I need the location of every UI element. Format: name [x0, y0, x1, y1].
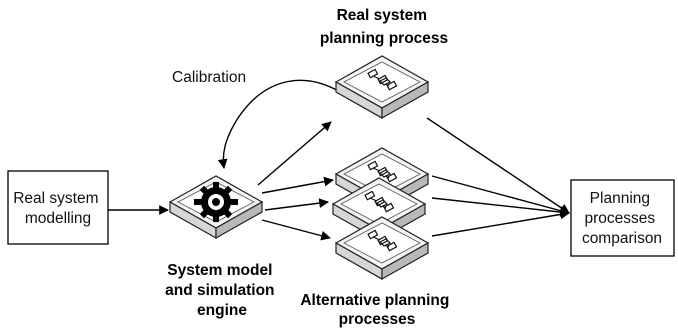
- real-system-modelling-box: Real system modelling: [7, 170, 109, 245]
- real-planning-line-1: Real system: [337, 7, 427, 24]
- alternative-planning-tile-3: [335, 216, 429, 280]
- svg-text:Real system modelling: Real system modelling: [13, 190, 103, 227]
- arrow-engine-to-real-planning: [257, 121, 332, 186]
- right-box-line-2: processes: [585, 210, 656, 227]
- real-planning-label: Real system planning process: [320, 7, 448, 47]
- arrow-engine-to-alt-3: [261, 219, 331, 241]
- engine-line-2: and simulation: [165, 282, 274, 299]
- engine-line-1: System model: [167, 262, 272, 279]
- alternatives-label: Alternative planning processes: [300, 292, 453, 328]
- arrow-alt-3-to-comparison: [431, 209, 570, 237]
- arrow-engine-to-alt-1: [261, 176, 334, 194]
- engine-tile: [169, 175, 263, 239]
- arrow-engine-to-alt-2: [264, 198, 329, 211]
- planning-comparison-box: Planning processes comparison: [570, 179, 675, 257]
- engine-line-3: engine: [197, 302, 247, 319]
- gear-icon: [194, 182, 238, 222]
- arrow-alt-1-to-comparison: [431, 175, 570, 216]
- right-box-line-1: Planning: [590, 190, 650, 207]
- right-box-line-3: comparison: [582, 230, 662, 247]
- engine-label: System model and simulation engine: [165, 262, 279, 319]
- svg-text:Planning processes: Planning processes comparison: [582, 190, 662, 247]
- alternatives-line-1: Alternative planning: [300, 292, 449, 309]
- left-box-line-2: modelling: [25, 210, 91, 227]
- arrow-real-planning-to-comparison: [426, 117, 570, 214]
- real-planning-tile: [335, 55, 429, 119]
- left-box-line-1: Real system: [13, 190, 98, 207]
- calibration-label: Calibration: [172, 69, 246, 86]
- arrow-alt-2-to-comparison: [431, 197, 570, 217]
- connectors: [108, 79, 570, 241]
- real-planning-line-2: planning process: [320, 30, 448, 47]
- calibration-arc: [217, 79, 343, 169]
- alternatives-line-2: processes: [339, 311, 416, 328]
